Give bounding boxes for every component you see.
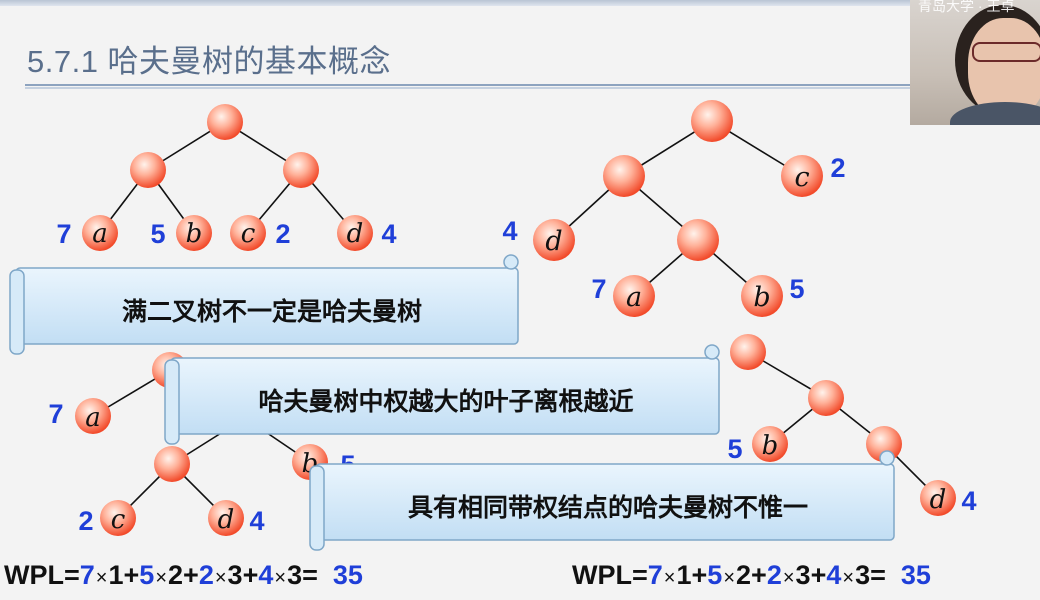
times-sign: × [155,567,168,589]
leaf-label: b [762,431,779,461]
leaf-label: c [794,162,809,193]
leaf-label: d [930,485,947,515]
depth-value: 3 [227,560,243,590]
tree-1-leaf-node [230,215,266,251]
callout-scroll-1: 满二叉树不一定是哈夫曼树 [9,254,519,355]
leaf-label: b [186,219,203,249]
depth-value: 1 [108,560,124,590]
depth-value: 2 [168,560,184,590]
depth-value: 2 [736,560,752,590]
tree-2-edges [553,120,803,297]
leaf-label: c [111,505,126,535]
leaf-weight: 2 [78,506,93,536]
tree-2: c d a b 2 4 7 5 [502,100,846,317]
times-sign: × [842,567,855,589]
tree-4-internal-node [808,380,844,416]
weight-value: 2 [766,560,782,590]
tree-2-internal-node [603,155,645,197]
tree-4-internal-node [866,426,902,462]
weight-value: 5 [707,560,723,590]
tree-2-leaf-node [781,155,823,197]
leaf-weight: 5 [150,219,165,249]
leaf-weight: 7 [56,219,71,249]
tree-1-leaf-node [82,215,118,251]
depth-value: 1 [676,560,692,590]
leaf-label: d [347,219,364,249]
leaf-weight: 4 [249,506,264,536]
tree-1-internal-node [130,152,166,188]
times-sign: × [723,567,736,589]
weight-value: 7 [647,560,663,590]
leaf-label: a [85,403,101,433]
tree-4: b d 5 4 [727,334,977,516]
tree-4-internal-node [730,334,766,370]
callout-scroll-2: 哈夫曼树中权越大的叶子离根越近 [164,344,720,445]
leaf-weight: 7 [48,399,63,429]
leaf-weight: 7 [591,274,606,304]
times-sign: × [274,567,287,589]
leaf-weight: 2 [275,219,290,249]
tree-1-leaf-node [337,215,373,251]
times-sign: × [95,567,108,589]
top-bar [0,0,1040,6]
presenter-webcam: 青岛大学 · 王卓 [910,0,1040,125]
tree-1: a b c d 7 5 2 4 [56,104,397,251]
tree-2-leaf-node [533,219,575,261]
leaf-label: d [218,505,235,535]
leaf-label: a [626,282,642,313]
tree-4-leaf-node [920,480,956,516]
wpl-prefix: WPL= [4,560,80,590]
leaf-label: a [92,219,108,249]
leaf-label: c [241,219,256,249]
times-sign: × [214,567,227,589]
leaf-weight: 4 [381,219,396,249]
depth-value: 3 [795,560,811,590]
title-rule [25,84,910,86]
presenter-shoulders [950,102,1040,125]
weight-value: 5 [139,560,155,590]
wpl-prefix: WPL= [572,560,648,590]
tree-2-internal-node [677,219,719,261]
tree-2-root-node [691,100,733,142]
tree-2-leaf-node [613,275,655,317]
wpl-result: 35 [332,560,363,590]
weight-value: 4 [258,560,274,590]
wpl-formula-right: WPL=7×1+5×2+2×3+4×3= 35 [572,560,931,590]
leaf-weight: 5 [789,274,804,304]
tree-3-leaf-node [100,500,136,536]
webcam-caption: 青岛大学 · 王卓 [918,0,1015,14]
tree-1-leaf-node [176,215,212,251]
presenter-glasses [972,42,1040,62]
callout-text: 哈夫曼树中权越大的叶子离根越近 [258,387,633,416]
wpl-formula-left: WPL=7×1+5×2+2×3+4×3= 35 [4,560,363,590]
wpl-result: 35 [900,560,931,590]
leaf-weight: 4 [961,486,976,516]
leaf-weight: 5 [727,434,742,464]
callout-text: 具有相同带权结点的哈夫曼树不惟一 [408,493,808,522]
weight-value: 2 [198,560,214,590]
leaf-label: b [753,282,770,313]
weight-value: 7 [79,560,95,590]
weight-value: 4 [826,560,842,590]
times-sign: × [782,567,795,589]
times-sign: × [663,567,676,589]
depth-value: 3 [855,560,871,590]
tree-1-root-node [207,104,243,140]
leaf-weight: 4 [502,216,517,246]
tree-4-leaf-node [752,426,788,462]
tree-3-internal-node [154,446,190,482]
callout-text: 满二叉树不一定是哈夫曼树 [122,297,422,326]
leaf-weight: 2 [830,153,845,183]
tree-3-leaf-node [208,500,244,536]
tree-2-leaf-node [741,275,783,317]
presenter-face [968,18,1040,118]
tree-3-leaf-node [75,398,111,434]
slide-title: 5.7.1 哈夫曼树的基本概念 [27,44,392,79]
leaf-label: d [545,226,562,257]
callout-scroll-3: 具有相同带权结点的哈夫曼树不惟一 [309,450,895,551]
tree-1-internal-node [283,152,319,188]
depth-value: 3 [287,560,303,590]
